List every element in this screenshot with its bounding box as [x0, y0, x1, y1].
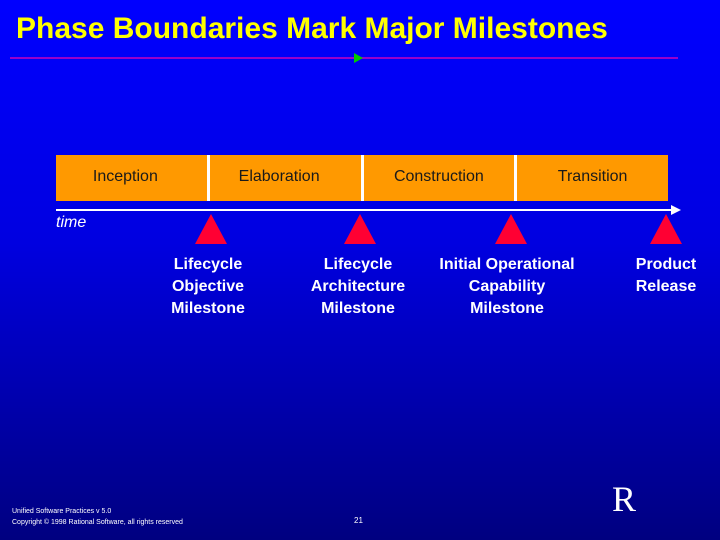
phase-label: Construction	[393, 168, 484, 185]
milestone-triangle-icon	[650, 214, 682, 244]
milestone-label-line: Initial Operational	[439, 256, 575, 273]
footer-course-title: Unified Software Practices v 5.0	[12, 508, 112, 515]
milestone-label-line: Lifecycle	[323, 256, 393, 273]
divider-arrow-icon	[354, 53, 363, 63]
milestone-label-line: Architecture	[310, 278, 406, 295]
milestone-label-line: Capability	[468, 278, 546, 295]
rational-logo: R	[612, 479, 637, 519]
title-divider	[10, 57, 678, 59]
phase-construction: Construction	[360, 155, 515, 201]
phase-transition: Transition	[514, 155, 668, 201]
milestone-lifecycle-architecture: Lifecycle Architecture Milestone	[278, 254, 438, 320]
phase-label: Elaboration	[238, 168, 320, 185]
footer-copyright-line: Copyright © 1998 Rational Software, all …	[12, 519, 183, 526]
milestone-label-line: Objective	[171, 278, 245, 295]
phase-label: Inception	[92, 168, 158, 185]
milestone-product-release: Product Release	[586, 254, 720, 298]
footer-copyright: Unified Software Practices v 5.0 Copyrig…	[12, 506, 183, 528]
phase-label: Transition	[557, 168, 628, 185]
phase-elaboration: Elaboration	[206, 155, 361, 201]
timeline-arrow-icon	[671, 205, 681, 215]
milestone-label-line: Milestone	[470, 300, 544, 317]
milestone-triangle-icon	[344, 214, 376, 244]
milestone-label-line: Product	[635, 256, 697, 273]
milestone-triangle-icon	[495, 214, 527, 244]
milestone-label-line: Release	[635, 278, 697, 295]
milestone-label-line: Lifecycle	[173, 256, 243, 273]
timeline-axis	[56, 209, 674, 211]
milestone-label-line: Milestone	[321, 300, 395, 317]
phase-bar: Inception Elaboration Construction Trans…	[56, 155, 668, 201]
milestone-triangle-icon	[195, 214, 227, 244]
milestone-lifecycle-objective: Lifecycle Objective Milestone	[128, 254, 288, 320]
phase-inception: Inception	[56, 155, 207, 201]
milestone-label-line: Milestone	[171, 300, 245, 317]
milestone-initial-operational-capability: Initial Operational Capability Milestone	[427, 254, 587, 320]
page-number: 21	[354, 516, 363, 525]
time-axis-label: time	[56, 214, 87, 231]
slide-title: Phase Boundaries Mark Major Milestones	[16, 12, 608, 45]
